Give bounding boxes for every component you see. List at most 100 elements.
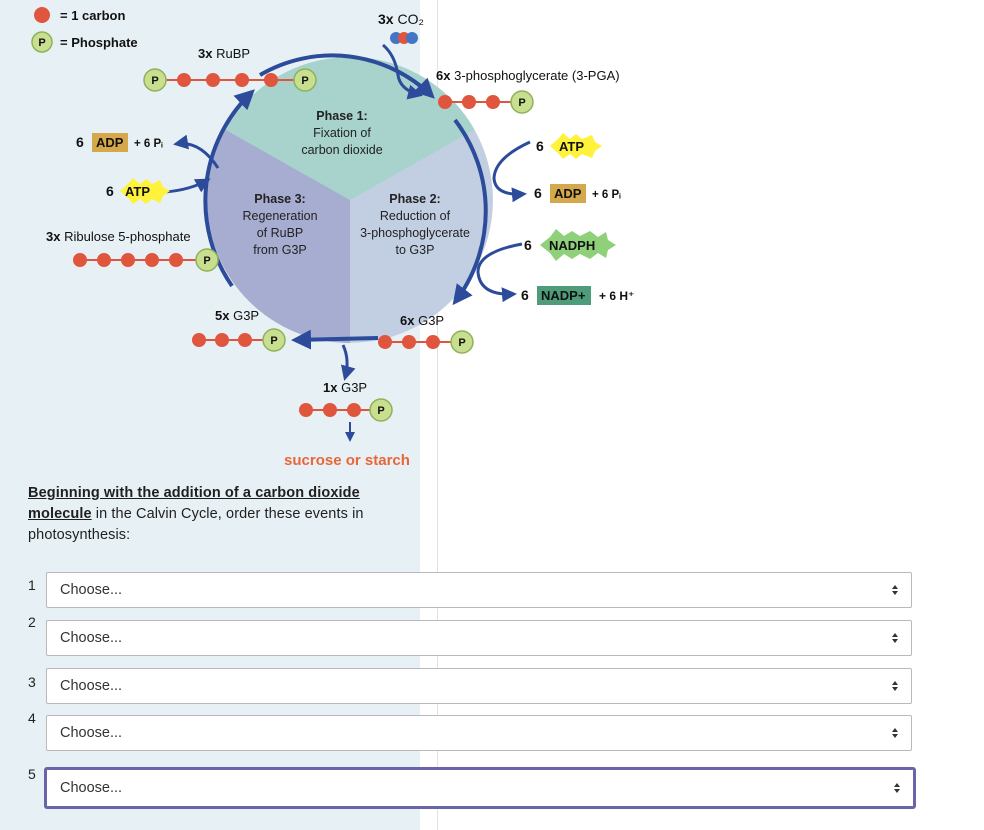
- select-value: Choose...: [60, 630, 123, 646]
- select-value: Choose...: [60, 725, 123, 741]
- adp-box: [550, 184, 586, 203]
- svg-text:P: P: [151, 75, 158, 87]
- g3p6-molecule: 6x G3P P: [378, 313, 474, 354]
- r5p-molecule: 3x Ribulose 5-phosphate P: [46, 229, 219, 272]
- select-arrows-icon: [892, 633, 898, 643]
- arrow-nadph-nadp: [476, 242, 523, 303]
- svg-text:Phase 2:: Phase 2:: [389, 192, 440, 206]
- svg-text:6: 6: [536, 138, 544, 154]
- select-arrows-icon: [892, 681, 898, 691]
- calvin-cycle-diagram: = 1 carbon P = Phosphate 3x CO₂ 3x RuBP …: [31, 7, 634, 469]
- arrow-reduction: [452, 118, 488, 306]
- svg-text:carbon dioxide: carbon dioxide: [301, 143, 382, 157]
- answer-number: 1: [28, 577, 36, 593]
- answer-select-5[interactable]: Choose...: [44, 767, 916, 809]
- pga-label: 3-phosphoglycerate (3-PGA): [454, 68, 619, 83]
- answer-select-3[interactable]: Choose...: [46, 668, 912, 704]
- g3p1-molecule: 1x G3P P: [299, 380, 393, 422]
- svg-text:6x G3P: 6x G3P: [400, 313, 444, 328]
- svg-text:6: 6: [534, 185, 542, 201]
- answer-select-4[interactable]: Choose...: [46, 715, 912, 751]
- answer-number: 3: [28, 674, 36, 690]
- nadp-box: [537, 286, 591, 305]
- legend-phosphate: = Phosphate: [60, 35, 138, 50]
- svg-text:P: P: [377, 405, 384, 417]
- arrow-1g3p-out: [340, 344, 356, 381]
- rubp-label: RuBP: [216, 46, 250, 61]
- svg-text:P: P: [301, 75, 308, 87]
- phase2-label: Phase 2: Reduction of 3-phosphoglycerate…: [360, 192, 470, 257]
- co2-label: CO₂: [397, 11, 423, 27]
- select-arrows-icon: [894, 783, 900, 793]
- answer-select-1[interactable]: Choose...: [46, 572, 912, 608]
- atp-star-icon: [550, 133, 602, 159]
- arrow-atp-in: [164, 178, 211, 194]
- question-text: Beginning with the addition of a carbon …: [28, 483, 418, 546]
- arrow-adp-out: [173, 134, 220, 169]
- atp-right: 6 ATP: [536, 133, 602, 159]
- svg-text:3x Ribulose 5-phosphate: 3x Ribulose 5-phosphate: [46, 229, 191, 244]
- adp-box: [92, 133, 128, 152]
- arrow-co2-in: [382, 43, 423, 100]
- svg-text:3-phosphoglycerate: 3-phosphoglycerate: [360, 226, 470, 240]
- select-arrows-icon: [892, 585, 898, 595]
- rubp-molecule: 3x RuBP P P: [143, 46, 317, 92]
- svg-text:from G3P: from G3P: [253, 243, 307, 257]
- svg-text:6: 6: [106, 183, 114, 199]
- g3p5-count: 5x: [215, 308, 230, 323]
- g3p1-label: G3P: [341, 380, 367, 395]
- arrow-to-5g3p: [291, 329, 379, 350]
- phase1-label: Phase 1: Fixation of carbon dioxide: [301, 109, 382, 157]
- co2-oxygen-icon: [406, 32, 418, 44]
- nadph: 6 NADPH: [524, 229, 616, 261]
- legend: = 1 carbon P = Phosphate: [31, 7, 138, 53]
- svg-text:ADP: ADP: [554, 186, 582, 201]
- answer-number: 2: [28, 614, 36, 630]
- legend-carbon: = 1 carbon: [60, 8, 125, 23]
- svg-text:P: P: [270, 335, 277, 347]
- adp-right: 6 ADP + 6 Pᵢ: [534, 184, 621, 203]
- phosphate-legend-letter: P: [38, 37, 45, 49]
- g3p6-count: 6x: [400, 313, 415, 328]
- svg-text:P: P: [203, 255, 210, 267]
- svg-text:ATP: ATP: [559, 139, 584, 154]
- carbon-legend-icon: [34, 7, 50, 23]
- svg-text:ATP: ATP: [125, 184, 150, 199]
- select-value: Choose...: [60, 582, 123, 598]
- question-rest: in the Calvin Cycle, order these events …: [28, 506, 364, 543]
- select-arrows-icon: [892, 728, 898, 738]
- g3p5-molecule: 5x G3P P: [192, 308, 286, 352]
- nadph-star-icon: [540, 229, 616, 261]
- r5p-count: 3x: [46, 229, 61, 244]
- svg-text:to G3P: to G3P: [396, 243, 435, 257]
- svg-text:P: P: [458, 337, 465, 349]
- svg-text:P: P: [518, 97, 525, 109]
- phase3-label: Phase 3: Regeneration of RuBP from G3P: [242, 192, 317, 257]
- svg-text:5x G3P: 5x G3P: [215, 308, 259, 323]
- select-value: Choose...: [60, 780, 123, 796]
- adp-left: 6 ADP + 6 Pᵢ: [76, 133, 163, 152]
- answer-select-2[interactable]: Choose...: [46, 620, 912, 656]
- answer-number: 4: [28, 710, 36, 726]
- cycle-disk: [207, 57, 493, 343]
- phosphate-legend-icon: [31, 31, 53, 53]
- atp-left: 6 ATP: [106, 178, 170, 204]
- column-divider: [437, 0, 438, 830]
- question-emphasis: Beginning with the addition of a carbon …: [28, 485, 360, 522]
- co2-molecule: 3x CO₂: [378, 11, 424, 44]
- nadp: 6 NADP+ + 6 H⁺: [521, 286, 634, 305]
- g3p1-count: 1x: [323, 380, 338, 395]
- atp-star-icon: [120, 178, 170, 204]
- svg-text:Regeneration: Regeneration: [242, 209, 317, 223]
- svg-text:+ 6 Pᵢ: + 6 Pᵢ: [134, 138, 163, 150]
- svg-text:1x G3P: 1x G3P: [323, 380, 367, 395]
- arrow-fixation: [258, 53, 435, 99]
- svg-text:+ 6 Pᵢ: + 6 Pᵢ: [592, 189, 621, 201]
- select-value: Choose...: [60, 678, 123, 694]
- svg-text:Phase 3:: Phase 3:: [254, 192, 305, 206]
- svg-text:6x 3-phosphoglycerate (3-PGA): 6x 3-phosphoglycerate (3-PGA): [436, 68, 620, 83]
- pga-count: 6x: [436, 68, 451, 83]
- svg-text:6: 6: [524, 237, 532, 253]
- svg-text:3x CO₂: 3x CO₂: [378, 11, 424, 27]
- svg-text:6: 6: [521, 287, 529, 303]
